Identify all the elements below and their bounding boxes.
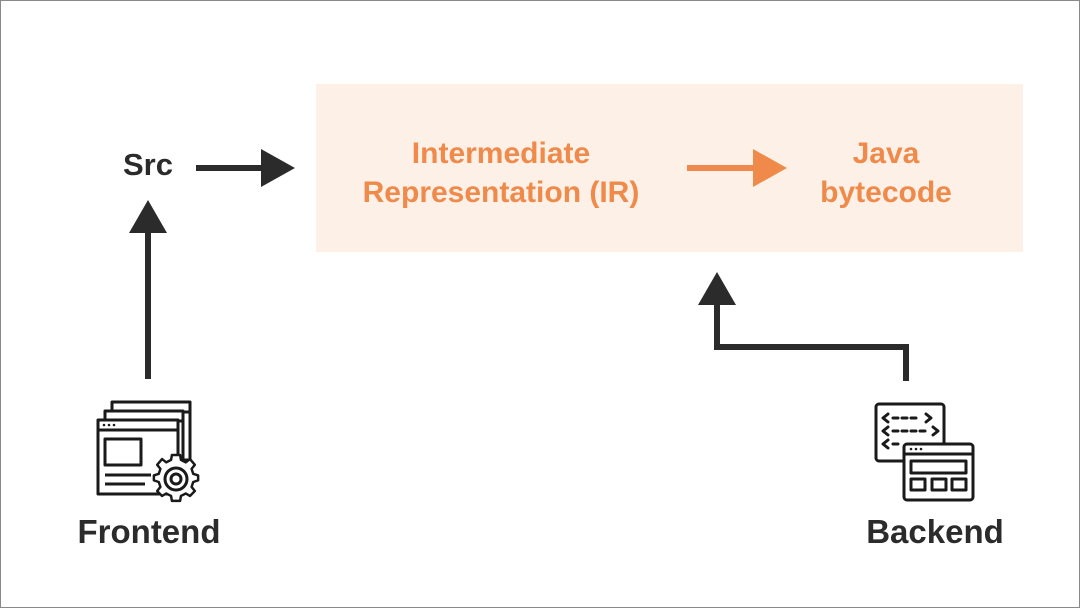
ir-node-label: Intermediate Representation (IR) <box>321 134 681 212</box>
ir-node-label-line-1: Intermediate <box>411 137 591 170</box>
bytecode-node-label-line-1: Java <box>852 137 920 170</box>
compilation-stage-panel <box>316 84 1023 252</box>
bytecode-node-label: Java bytecode <box>796 134 976 212</box>
frontend-to-src-arrow <box>129 200 167 379</box>
ir-to-bytecode-arrow <box>687 149 787 187</box>
web-pages-gear-icon <box>96 400 200 503</box>
code-and-layout-windows-icon <box>874 402 975 502</box>
src-to-ir-arrow <box>196 149 295 187</box>
frontend-label: Frontend <box>77 513 221 550</box>
bytecode-node-label-line-2: bytecode <box>820 176 952 209</box>
backend-label: Backend <box>866 513 1004 550</box>
backend-to-bytecode-arrow <box>698 272 909 381</box>
src-node-label: Src <box>123 147 173 182</box>
ir-node-label-line-2: Representation (IR) <box>362 176 640 209</box>
